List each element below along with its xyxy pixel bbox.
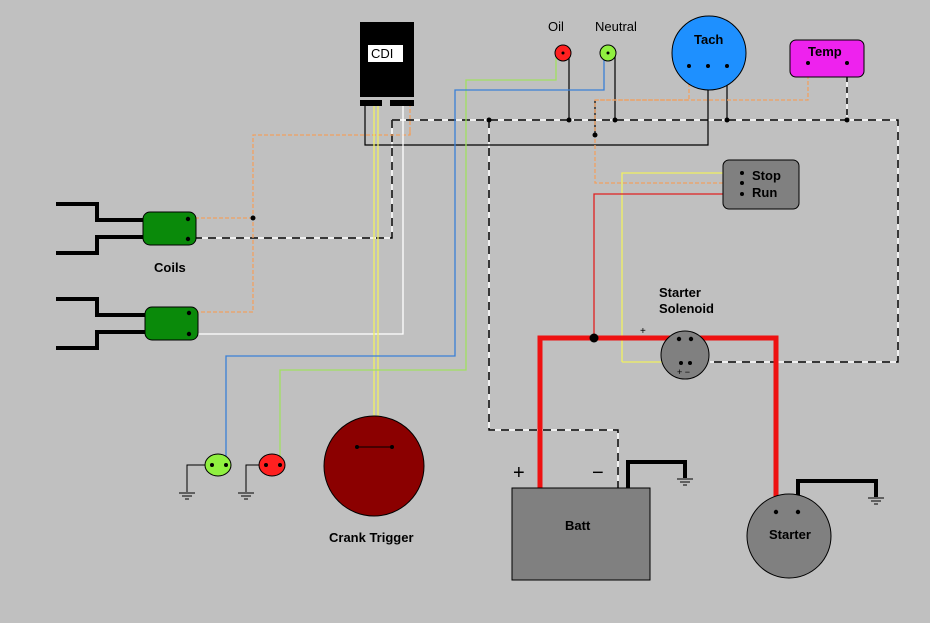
solenoid-label-2: Solenoid — [659, 301, 714, 316]
crank-trigger-label: Crank Trigger — [329, 530, 414, 545]
crank-trigger — [323, 415, 425, 517]
battery-label: Batt — [565, 518, 591, 533]
neutral-indicator: Neutral — [595, 19, 637, 62]
coils-label: Coils — [154, 260, 186, 275]
blue-wire — [225, 58, 605, 462]
cdi-module: CDI — [360, 22, 414, 106]
tach-label: Tach — [694, 32, 723, 47]
starter-label: Starter — [769, 527, 811, 542]
battery-cable — [537, 335, 779, 512]
temp-label: Temp — [808, 44, 842, 59]
starter-motor: Starter — [746, 493, 884, 579]
solenoid-label-1: Starter — [659, 285, 701, 300]
ground-straps — [626, 460, 878, 512]
battery: + − Batt — [511, 462, 693, 581]
junction-dots — [250, 117, 850, 343]
white-wire — [190, 103, 404, 335]
tach-gauge: Tach — [671, 15, 747, 91]
yellow-wires — [373, 103, 742, 447]
green-wire-neutral — [279, 58, 557, 462]
ground-harness-wire — [190, 65, 899, 488]
solenoid-plus-label: + — [640, 326, 646, 337]
cdi-label: CDI — [371, 46, 393, 61]
red-run-wire — [593, 193, 742, 338]
battery-plus-label: + — [513, 462, 525, 484]
trigger-pickup-connector — [238, 453, 286, 500]
temp-gauge: Temp — [789, 39, 865, 78]
starter-solenoid: Starter Solenoid + + − — [640, 285, 714, 380]
oil-label: Oil — [548, 19, 564, 34]
stop-label: Stop — [752, 168, 781, 183]
neutral-label: Neutral — [595, 19, 637, 34]
ignition-coil-2 — [56, 297, 199, 350]
ignition-coil-1 — [56, 202, 197, 255]
orange-wires — [190, 65, 809, 313]
oil-indicator: Oil — [548, 19, 572, 62]
neutral-pickup-connector — [179, 453, 232, 500]
stop-run-switch: Stop Run — [722, 159, 800, 210]
run-label: Run — [752, 185, 777, 200]
solenoid-small-terms: + − — [677, 367, 690, 377]
battery-minus-label: − — [592, 462, 604, 484]
